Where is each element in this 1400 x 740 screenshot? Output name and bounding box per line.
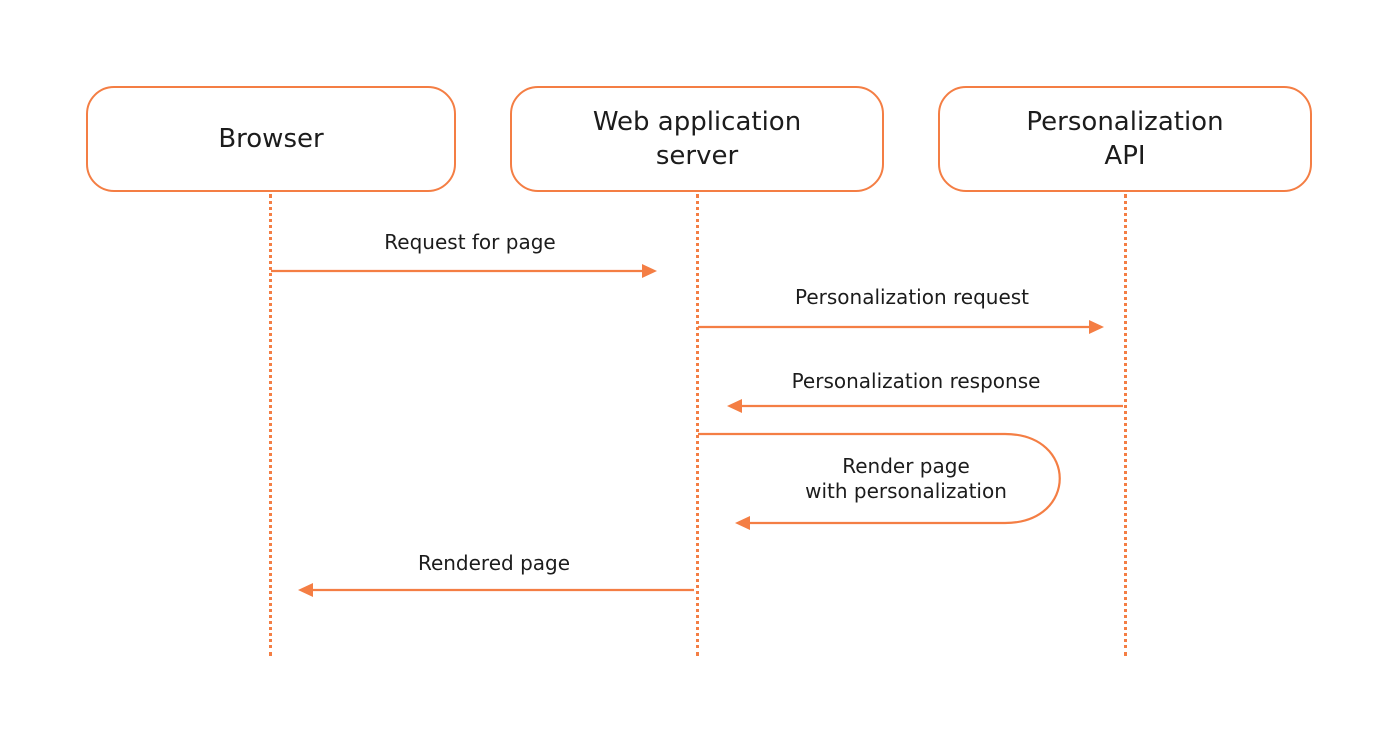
message-label-request-for-page: Request for page [384,230,556,254]
message-label-personalization-request: Personalization request [794,285,1030,309]
lifeline-browser [269,194,272,656]
lifeline-api [1124,194,1127,656]
participant-browser-label: Browser [218,124,324,154]
participant-server-label: Web application server [592,107,802,171]
participant-api-label: Personalization API [1026,107,1224,171]
message-label-personalization-response: Personalization response [791,369,1041,393]
participant-personalization-api: Personalization API [938,86,1312,192]
arrowhead-render-page [735,516,750,530]
lifeline-server [696,194,699,656]
arrow-render-page-self [698,432,1061,525]
arrowhead-personalization-request [1089,320,1104,334]
participant-browser: Browser [86,86,456,192]
message-label-rendered-page: Rendered page [417,551,571,575]
arrowhead-request-for-page [642,264,657,278]
arrowhead-rendered-page [298,583,313,597]
arrowhead-personalization-response [727,399,742,413]
participant-web-application-server: Web application server [510,86,884,192]
message-label-render-page: Render page with personalization [805,454,1007,503]
